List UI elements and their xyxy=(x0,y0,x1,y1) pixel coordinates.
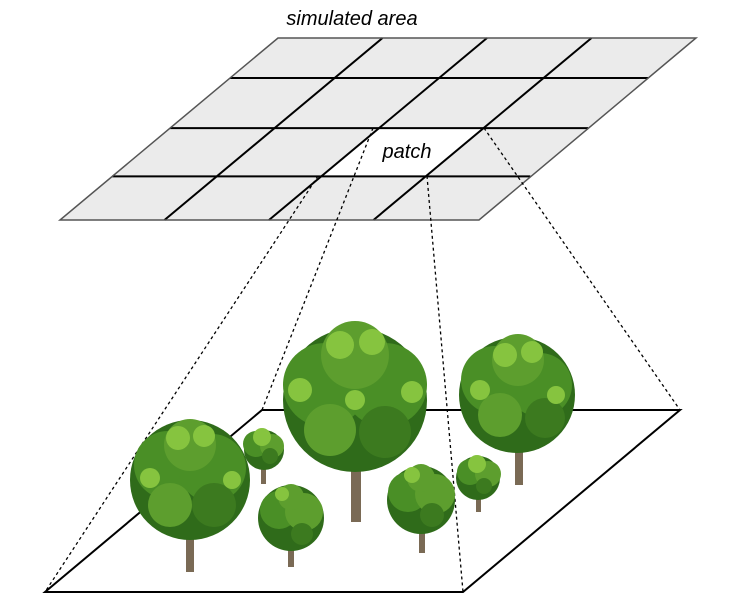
grid-cell xyxy=(269,176,426,220)
grid-cell xyxy=(379,78,544,129)
grid-cell xyxy=(60,176,217,220)
simulated-area-label: simulated area xyxy=(286,8,417,30)
grid-cell xyxy=(170,78,335,129)
grid-cell xyxy=(216,128,380,177)
grid-cell xyxy=(425,128,589,177)
grid-cell xyxy=(543,38,696,79)
tree-back-left-small xyxy=(243,428,284,484)
grid-column-line xyxy=(372,37,593,221)
grid-cell xyxy=(373,176,531,220)
grid-column-line xyxy=(163,37,384,221)
grid-cell xyxy=(112,128,275,177)
grid-lines xyxy=(112,37,649,221)
patch-label: patch xyxy=(382,141,432,163)
grid-column-line xyxy=(268,37,488,221)
trees xyxy=(130,321,575,572)
patch-cell xyxy=(321,128,484,177)
projection-line-back-left xyxy=(261,127,374,411)
grid-outline xyxy=(57,37,699,221)
tree-center-large xyxy=(283,321,427,522)
tree-front-left xyxy=(130,419,250,572)
grid-cell xyxy=(230,38,383,79)
simulated-area-grid xyxy=(60,38,696,220)
tree-right-small xyxy=(456,455,501,512)
grid-cell xyxy=(274,78,440,129)
tree-right-large xyxy=(459,334,575,485)
grid-cell xyxy=(439,38,592,79)
tree-center-front xyxy=(387,464,455,553)
grid-cell xyxy=(483,78,649,129)
projection-lines xyxy=(44,127,681,593)
projection-line-front-left xyxy=(44,175,319,593)
grid-cell xyxy=(164,176,322,220)
grid-cell xyxy=(334,38,487,79)
tree-front-small xyxy=(258,484,324,567)
